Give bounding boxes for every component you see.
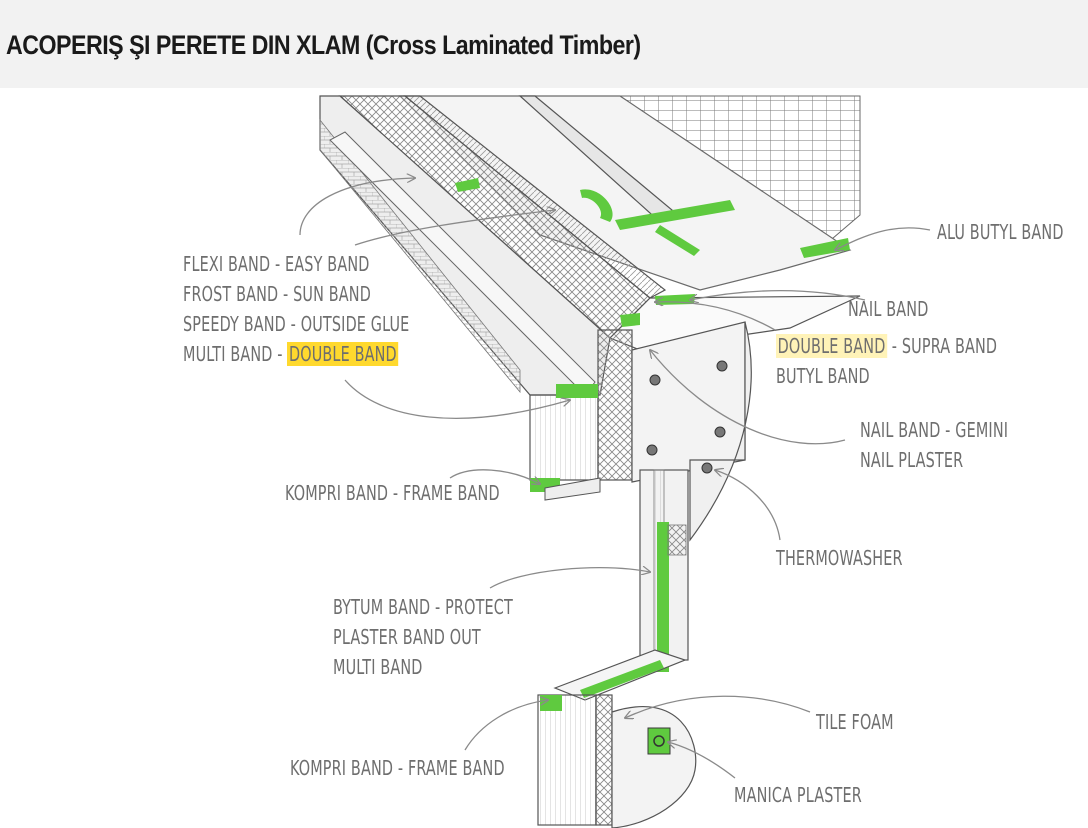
clt-roof-slab (631, 321, 746, 483)
green-band-eave (620, 313, 640, 327)
label-line: BYTUM BAND - PROTECT (333, 595, 513, 619)
roof-batten (518, 95, 673, 223)
screw (701, 462, 713, 474)
leader-roof-bands-a (299, 178, 415, 236)
leader-lines (299, 178, 931, 779)
label-prefix: MULTI BAND - (183, 342, 288, 366)
green-band-sill (580, 660, 664, 698)
green-band-cross (615, 200, 735, 230)
clt-end-grain (597, 329, 633, 481)
green-band-wall (657, 522, 669, 672)
page-title: ACOPERIŞ ŞI PERETE DIN XLAM (Cross Lamin… (6, 30, 641, 60)
screw (646, 444, 658, 456)
label-suffix: - SUPRA BAND (887, 334, 998, 358)
label-line: NAIL BAND (848, 297, 929, 321)
label-line: ALU BUTYL BAND (937, 220, 1064, 244)
label-line: NAIL PLASTER (860, 448, 964, 472)
screw (714, 426, 726, 438)
highlighted-double-band: DOUBLE BAND (287, 342, 399, 366)
label-line: MANICA PLASTER (734, 783, 862, 807)
diagram-canvas: FLEXI BAND - EASY BAND FROST BAND - SUN … (0, 88, 1088, 828)
lower-wall-panel (537, 694, 597, 826)
eave-brick-face (319, 118, 521, 394)
leader-thermowasher (715, 470, 781, 541)
label-nail-band-gemini: NAIL BAND - GEMINI NAIL PLASTER (860, 415, 1008, 475)
lower-wall-hatch (595, 694, 613, 826)
roof-overhang-curve (689, 321, 752, 542)
leader-manica (668, 742, 736, 779)
leader-roof-bands-b (354, 210, 555, 246)
label-kompri-frame-upper: KOMPRI BAND - FRAME BAND (285, 478, 500, 508)
label-nail-band: NAIL BAND (848, 294, 928, 324)
green-band-diag (580, 189, 613, 222)
leader-double-band (344, 379, 570, 419)
green-band-manica (647, 727, 671, 755)
roof-clt-top (608, 295, 861, 351)
leader-alu-butyl (835, 227, 931, 250)
label-line: SPEEDY BAND - OUTSIDE GLUE (183, 312, 410, 336)
label-tile-foam: TILE FOAM (816, 707, 894, 737)
pipe-icon (653, 735, 665, 747)
label-thermowasher: THERMOWASHER (776, 543, 903, 573)
label-manica-plaster: MANICA PLASTER (734, 780, 862, 810)
eave-board (329, 131, 596, 396)
label-line: THERMOWASHER (776, 546, 903, 570)
wall-assembly (537, 469, 697, 828)
screw (716, 360, 728, 372)
label-line: KOMPRI BAND - FRAME BAND (285, 481, 500, 505)
label-line: DOUBLE BAND - SUPRA BAND (776, 331, 997, 361)
green-band-lower (655, 225, 700, 256)
label-roof-eave-bands: FLEXI BAND - EASY BAND FROST BAND - SUN … (183, 249, 409, 369)
leader-kompri-lower (464, 700, 548, 751)
label-line: BUTYL BAND (776, 364, 870, 388)
label-line: TILE FOAM (816, 710, 894, 734)
highlighted-double-band: DOUBLE BAND (776, 334, 888, 358)
green-band-ridge (455, 178, 480, 192)
leader-bytum (489, 568, 650, 589)
leader-nail-band (690, 289, 866, 300)
label-bytum-protect: BYTUM BAND - PROTECT PLASTER BAND OUT MU… (333, 592, 513, 682)
title-bar: ACOPERIŞ ŞI PERETE DIN XLAM (Cross Lamin… (0, 0, 1088, 88)
label-kompri-frame-lower: KOMPRI BAND - FRAME BAND (290, 753, 505, 783)
label-alu-butyl-band: ALU BUTYL BAND (937, 217, 1064, 247)
pipe-sleeve-shape (611, 706, 697, 828)
green-band-lower-wall (540, 695, 562, 711)
label-line: KOMPRI BAND - FRAME BAND (290, 756, 505, 780)
leader-double-supra (655, 302, 776, 331)
leader-tile-foam (625, 695, 811, 718)
label-double-supra-band: DOUBLE BAND - SUPRA BAND BUTYL BAND (776, 331, 997, 391)
green-band-slab (556, 384, 598, 398)
screw (649, 374, 661, 386)
leader-nail-gemini (650, 350, 846, 445)
wall-plaster-mesh (667, 524, 687, 556)
leader-kompri-upper (449, 469, 540, 484)
label-line: NAIL BAND - GEMINI (860, 418, 1009, 442)
label-line: FROST BAND - SUN BAND (183, 282, 371, 306)
kompri-board (544, 477, 601, 501)
label-line: FLEXI BAND - EASY BAND (183, 252, 370, 276)
xlam-construction-drawing (299, 95, 931, 828)
label-line: PLASTER BAND OUT (333, 625, 481, 649)
label-line: MULTI BAND (333, 655, 423, 679)
label-line: MULTI BAND - DOUBLE BAND (183, 339, 409, 369)
